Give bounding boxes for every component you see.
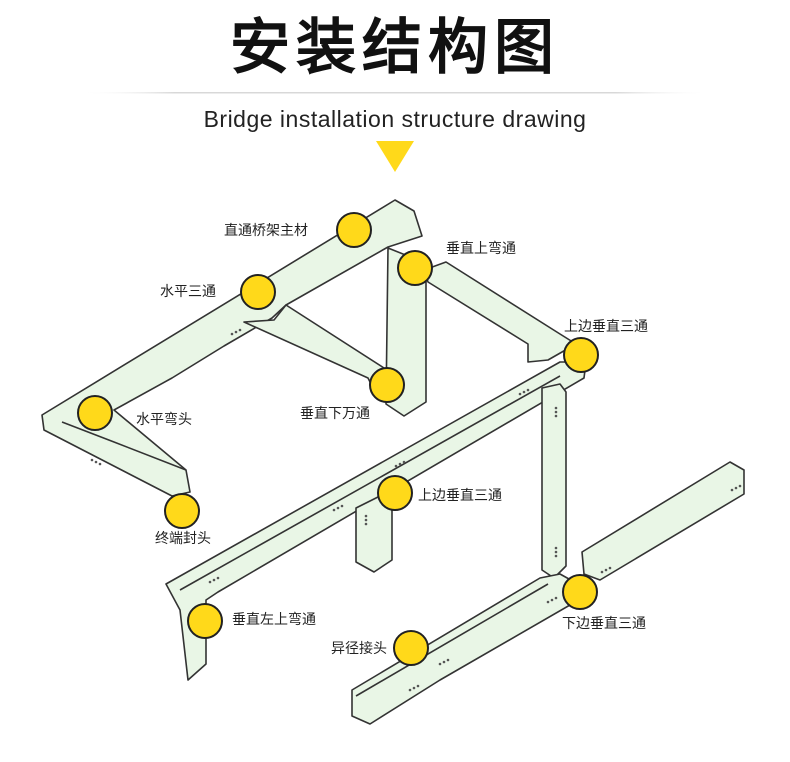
tray-top-right-arm (423, 261, 577, 363)
marker-top-vertical-tee-center (377, 475, 413, 511)
marker-vertical-left-up-elbow (187, 603, 223, 639)
label-horizontal-tee: 水平三通 (160, 284, 216, 300)
label-vertical-down-tee: 垂直下万通 (300, 406, 370, 422)
label-vertical-up-elbow: 垂直上弯通 (446, 241, 516, 257)
marker-top-vertical-tee-right (563, 337, 599, 373)
page-title: 安装结构图 (230, 13, 560, 83)
tray-upper-left-arm (41, 199, 423, 497)
marker-vertical-down-tee (369, 367, 405, 403)
label-vertical-left-up-elbow: 垂直左上弯通 (232, 612, 316, 628)
tray-lower-floor (355, 583, 549, 697)
marker-horizontal-tee (240, 274, 276, 310)
header-divider (80, 92, 710, 94)
label-horizontal-elbow: 水平弯头 (136, 412, 192, 428)
marker-horizontal-elbow (77, 395, 113, 431)
page-subtitle: Bridge installation structure drawing (203, 106, 587, 132)
label-reducer: 异径接头 (331, 641, 387, 657)
label-straight-main: 直通桥架主材 (224, 223, 308, 239)
label-top-vertical-tee-center: 上边垂直三通 (418, 488, 502, 504)
down-arrow-icon (376, 141, 414, 172)
tray-lower-right-arm (581, 461, 745, 581)
tray-slot-marks (90, 328, 742, 692)
label-top-vertical-tee-right: 上边垂直三通 (564, 319, 648, 335)
tray-vertical-riser (541, 383, 567, 579)
tray-main-diagonal-floor (179, 375, 561, 591)
marker-vertical-up-elbow (397, 250, 433, 286)
marker-end-cap (164, 493, 200, 529)
marker-bottom-vertical-tee (562, 574, 598, 610)
marker-reducer (393, 630, 429, 666)
tray-upper-inner-edge (61, 421, 187, 471)
label-bottom-vertical-tee: 下边垂直三通 (562, 616, 646, 632)
label-end-cap: 终端封头 (155, 531, 211, 547)
marker-straight-main (336, 212, 372, 248)
tray-lower-left-arm (351, 573, 597, 725)
